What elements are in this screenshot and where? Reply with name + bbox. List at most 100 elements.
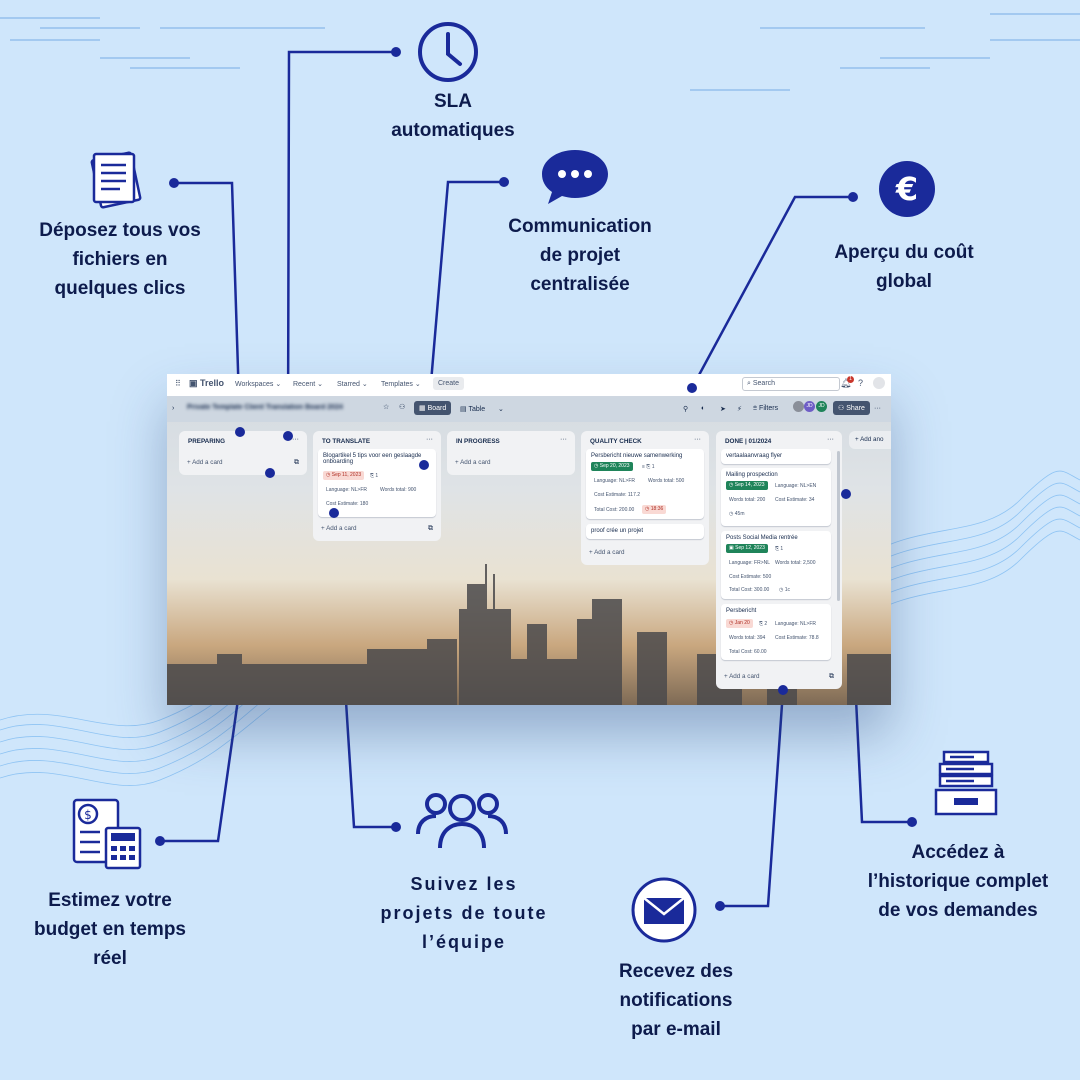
add-card-button[interactable]: + Add a card	[724, 673, 760, 680]
templates-menu[interactable]: Templates ⌄	[381, 381, 421, 388]
connector-dot	[329, 508, 339, 518]
card-title: Persbericht	[726, 608, 757, 614]
search-input[interactable]: ⌕ Search	[742, 377, 840, 391]
starred-menu[interactable]: Starred ⌄	[337, 381, 368, 388]
list-menu-icon[interactable]: ···	[426, 436, 433, 443]
template-card-icon[interactable]: ⧉	[428, 525, 433, 532]
connector-dot	[283, 431, 293, 441]
list-title[interactable]: DONE | 01/2024	[725, 438, 772, 445]
card[interactable]: vertaalaanvraag flyer	[721, 449, 831, 464]
card-total-cost: Total Cost: 60.00	[729, 649, 767, 655]
list-title[interactable]: QUALITY CHECK	[590, 438, 642, 445]
card-total-cost: Total Cost: 300.00	[729, 587, 770, 593]
card-title: Posts Social Media rentrée	[726, 535, 798, 541]
attachments-count: ⎘ 1	[775, 546, 784, 552]
due-date-badge: ▣ Sep 12, 2023	[726, 544, 768, 553]
add-card-button[interactable]: + Add a card	[321, 525, 357, 532]
template-card-icon[interactable]: ⧉	[294, 459, 299, 466]
connector-dot	[848, 192, 858, 202]
avatar[interactable]	[873, 377, 885, 389]
add-card-button[interactable]: + Add a card	[187, 459, 223, 466]
more-menu-icon[interactable]: ···	[874, 405, 881, 412]
trello-logo[interactable]: ▣ Trello	[189, 378, 225, 388]
views-chevron-icon[interactable]: ⌄	[498, 406, 504, 413]
list-to-translate: TO TRANSLATE ··· Blogartikel 5 tips voor…	[313, 431, 441, 541]
create-button[interactable]: Create	[433, 377, 465, 390]
card-title: Blogartikel 5 tips voor een geslaagde on…	[323, 453, 422, 465]
card[interactable]: Persbericht ◷ Jan 20 ⎘ 2 Language: NL>FR…	[721, 604, 831, 660]
member-avatar[interactable]: JD	[816, 401, 827, 412]
list-title[interactable]: PREPARING	[188, 438, 225, 445]
list-title[interactable]: TO TRANSLATE	[322, 438, 371, 445]
workspaces-menu[interactable]: Workspaces ⌄	[235, 381, 282, 388]
trello-board-screenshot: ⠿ ▣ Trello Workspaces ⌄ Recent ⌄ Starred…	[167, 374, 891, 705]
table-view-button[interactable]: ▤ Table	[460, 406, 486, 413]
clock-icon	[418, 22, 478, 82]
svg-text:$: $	[84, 808, 92, 822]
visibility-icon[interactable]: ⚇	[399, 404, 406, 411]
apps-grid-icon[interactable]: ⠿	[175, 379, 181, 388]
card-title: Persbericht nieuwe samenwerking	[591, 453, 683, 459]
card-language: Language: NL>FR	[594, 478, 636, 484]
connector-dot	[419, 460, 429, 470]
list-menu-icon[interactable]: ···	[292, 436, 299, 443]
list-menu-icon[interactable]: ···	[694, 436, 701, 443]
send-icon[interactable]: ➤	[720, 406, 726, 413]
card[interactable]: Persbericht nieuwe samenwerking ◷ Sep 20…	[586, 449, 704, 519]
connector-dot	[499, 177, 509, 187]
card-time: ◷ 45m	[729, 511, 745, 517]
connector-dot	[391, 47, 401, 57]
due-date-badge: ◷ Sep 14, 2023	[726, 481, 768, 490]
sidebar-toggle-icon[interactable]: ›	[172, 405, 175, 412]
card-cost-estimate: Cost Estimate: 117.2	[594, 492, 641, 498]
power-up-icon[interactable]: ⚲	[683, 406, 689, 413]
card[interactable]: proof crée un projet	[586, 524, 704, 539]
connector-dot	[391, 822, 401, 832]
list-title[interactable]: IN PROGRESS	[456, 438, 500, 445]
archive-icon	[934, 750, 998, 816]
chat-bubble-icon	[542, 150, 608, 204]
card-title: Mailing prospection	[726, 472, 778, 478]
list-scrollbar[interactable]	[837, 451, 840, 601]
connector-dot	[907, 817, 917, 827]
add-card-button[interactable]: + Add a card	[589, 549, 625, 556]
bell-icon[interactable]: 🔔︎	[840, 378, 852, 388]
lightning-icon[interactable]: ⚡︎	[737, 406, 742, 413]
add-another-list-button[interactable]: + Add ano	[849, 431, 891, 449]
card[interactable]: Mailing prospection ◷ Sep 14, 2023 Langu…	[721, 468, 831, 526]
card[interactable]: Posts Social Media rentrée ▣ Sep 12, 202…	[721, 531, 831, 599]
list-menu-icon[interactable]: ···	[827, 436, 834, 443]
card-language: Language: NL>FR	[775, 621, 817, 627]
svg-text:€: €	[895, 170, 918, 208]
card[interactable]: Blogartikel 5 tips voor een geslaagde on…	[318, 449, 436, 517]
connector-dot	[841, 489, 851, 499]
filters-button[interactable]: ⩧ Filters	[753, 405, 779, 412]
member-avatar[interactable]: JD	[804, 401, 815, 412]
board-title[interactable]: Private Template Client Translation Boar…	[187, 404, 343, 411]
share-button[interactable]: ⚇ Share	[833, 401, 870, 415]
card-language: Language: NL>FR	[326, 487, 368, 493]
template-card-icon[interactable]: ⧉	[829, 673, 834, 680]
recent-menu[interactable]: Recent ⌄	[293, 381, 323, 388]
connector-dot	[778, 685, 788, 695]
calculator-icon: $	[72, 798, 142, 870]
help-icon[interactable]: ?	[858, 378, 864, 388]
star-icon[interactable]: ☆	[383, 404, 390, 411]
card-cost-estimate: Cost Estimate: 78.8	[775, 635, 819, 641]
timer-badge: ◷ 18:36	[642, 505, 667, 514]
list-menu-icon[interactable]: ···	[560, 436, 567, 443]
automation-icon[interactable]: ◐	[701, 405, 706, 412]
due-date-badge: ◷ Sep 11, 2023	[323, 471, 365, 480]
board-view-button[interactable]: ▦ Board	[414, 401, 452, 415]
trello-topbar: ⠿ ▣ Trello Workspaces ⌄ Recent ⌄ Starred…	[167, 374, 891, 397]
card-title: proof crée un projet	[591, 528, 644, 534]
member-avatar[interactable]	[793, 401, 804, 412]
add-card-button[interactable]: + Add a card	[455, 459, 491, 466]
card-language: Language: FR>NL	[729, 560, 771, 566]
